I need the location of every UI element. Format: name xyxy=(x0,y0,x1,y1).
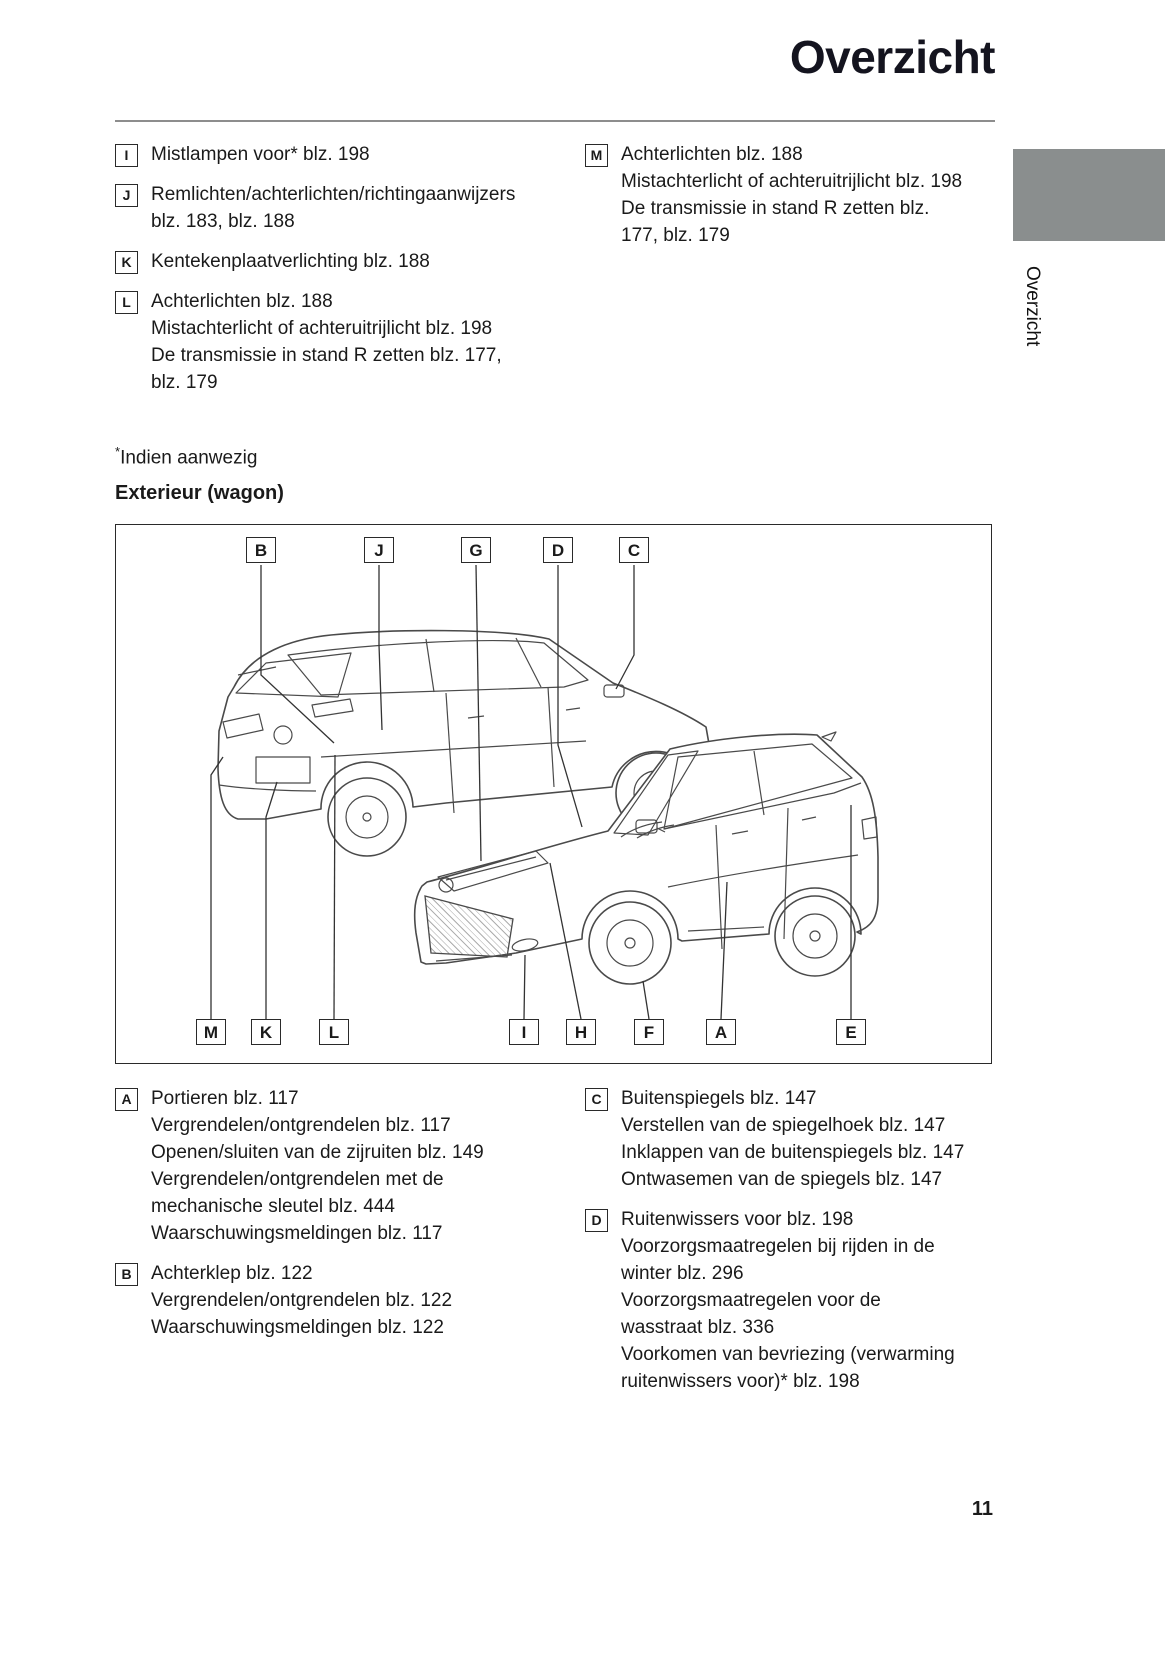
figure-callout-G: G xyxy=(461,537,491,563)
legend-line: Achterklep blz. 122 xyxy=(151,1263,313,1284)
legend-line: Mistlampen voor* blz. 198 xyxy=(151,144,370,165)
legend-line: Ontwasemen van de spiegels blz. 147 xyxy=(621,1169,943,1190)
legend-item-M: M Achterlichten blz. 188 Mistachterlicht… xyxy=(585,141,995,249)
item-badge-B: B xyxy=(115,1263,138,1286)
legend-line: Achterlichten blz. 188 xyxy=(621,144,803,165)
legend-line: Remlichten/achterlichten/richtingaanwijz… xyxy=(151,184,516,232)
legend-line: Mistachterlicht of achteruitrijlicht blz… xyxy=(621,171,963,192)
figure-callout-E: E xyxy=(836,1019,866,1045)
chapter-tab-label: Overzicht xyxy=(1022,266,1043,347)
item-badge-C: C xyxy=(585,1088,608,1111)
legend-line: Waarschuwingsmeldingen blz. 117 xyxy=(151,1223,443,1244)
item-badge-M: M xyxy=(585,144,608,167)
item-badge-L: L xyxy=(115,291,138,314)
footnote-text: Indien aanwezig xyxy=(120,447,258,469)
legend-line: Ruitenwissers voor blz. 198 xyxy=(621,1209,854,1230)
item-badge-K: K xyxy=(115,251,138,274)
item-badge-J: J xyxy=(115,184,138,207)
legend-line: Verstellen van de spiegelhoek blz. 147 xyxy=(621,1115,946,1136)
legend-line: Waarschuwingsmeldingen blz. 122 xyxy=(151,1317,444,1338)
legend-line: Buitenspiegels blz. 147 xyxy=(621,1088,817,1109)
chapter-tab xyxy=(1013,149,1165,241)
figure-callout-C: C xyxy=(619,537,649,563)
item-badge-I: I xyxy=(115,144,138,167)
legend-line: Voorzorgsmaatregelen voor de wasstraat b… xyxy=(621,1290,881,1338)
car-front-view xyxy=(413,731,879,985)
legend-line: Vergrendelen/ontgrendelen blz. 122 xyxy=(151,1290,453,1311)
legend-line: Voorzorgsmaatregelen bij rijden in de wi… xyxy=(621,1236,935,1284)
section-heading: Exterieur (wagon) xyxy=(115,482,284,504)
legend-line: De transmissie in stand R zetten blz. 17… xyxy=(151,345,502,393)
figure-callout-F: F xyxy=(634,1019,664,1045)
legend-item-L: L Achterlichten blz. 188 Mistachterlicht… xyxy=(115,288,570,396)
legend-line: Vergrendelen/ontgrendelen blz. 117 xyxy=(151,1115,451,1136)
legend-item-I: I Mistlampen voor* blz. 198 xyxy=(115,141,570,168)
figure-callout-K: K xyxy=(251,1019,281,1045)
legend-item-B: B Achterklep blz. 122 Vergrendelen/ontgr… xyxy=(115,1260,570,1341)
figure-callout-A: A xyxy=(706,1019,736,1045)
car-line-art xyxy=(210,564,879,1020)
page-title: Overzicht xyxy=(789,31,996,83)
legend-line: Vergrendelen/ontgrendelen met de mechani… xyxy=(151,1169,444,1217)
figure-callout-H: H xyxy=(566,1019,596,1045)
legend-item-K: K Kentekenplaatverlichting blz. 188 xyxy=(115,248,570,275)
figure-callout-B: B xyxy=(246,537,276,563)
legend-line: Mistachterlicht of achteruitrijlicht blz… xyxy=(151,318,493,339)
top-legend-left-column: I Mistlampen voor* blz. 198 J Remlichten… xyxy=(115,141,570,409)
figure-callout-M: M xyxy=(196,1019,226,1045)
callout-leader-lines xyxy=(210,564,852,1020)
legend-line: Kentekenplaatverlichting blz. 188 xyxy=(151,251,430,272)
item-badge-D: D xyxy=(585,1209,608,1232)
figure-callout-J: J xyxy=(364,537,394,563)
figure-callout-L: L xyxy=(319,1019,349,1045)
legend-item-J: J Remlichten/achterlichten/richtingaanwi… xyxy=(115,181,570,235)
footnote: *Indien aanwezig xyxy=(115,444,257,469)
legend-item-A: A Portieren blz. 117 Vergrendelen/ontgre… xyxy=(115,1085,570,1247)
legend-item-C: C Buitenspiegels blz. 147 Verstellen van… xyxy=(585,1085,995,1193)
legend-line: Voorkomen van bevriezing (verwarming rui… xyxy=(621,1344,955,1392)
item-badge-A: A xyxy=(115,1088,138,1111)
title-divider xyxy=(115,120,995,122)
figure-callout-D: D xyxy=(543,537,573,563)
legend-line: Inklappen van de buitenspiegels blz. 147 xyxy=(621,1142,965,1163)
legend-line: Portieren blz. 117 xyxy=(151,1088,299,1109)
exterior-wagon-figure: B J G D C M K L I H F A E xyxy=(115,524,992,1064)
legend-line: Achterlichten blz. 188 xyxy=(151,291,333,312)
bottom-legend-left-column: A Portieren blz. 117 Vergrendelen/ontgre… xyxy=(115,1085,570,1354)
legend-line: Openen/sluiten van de zijruiten blz. 149 xyxy=(151,1142,484,1163)
legend-line: De transmissie in stand R zetten blz. 17… xyxy=(621,198,930,246)
page-number: 11 xyxy=(971,1498,993,1520)
bottom-legend-right-column: C Buitenspiegels blz. 147 Verstellen van… xyxy=(585,1085,995,1408)
top-legend-right-column: M Achterlichten blz. 188 Mistachterlicht… xyxy=(585,141,995,262)
legend-item-D: D Ruitenwissers voor blz. 198 Voorzorgsm… xyxy=(585,1206,995,1395)
figure-callout-I: I xyxy=(509,1019,539,1045)
footnote-asterisk: * xyxy=(115,444,121,459)
